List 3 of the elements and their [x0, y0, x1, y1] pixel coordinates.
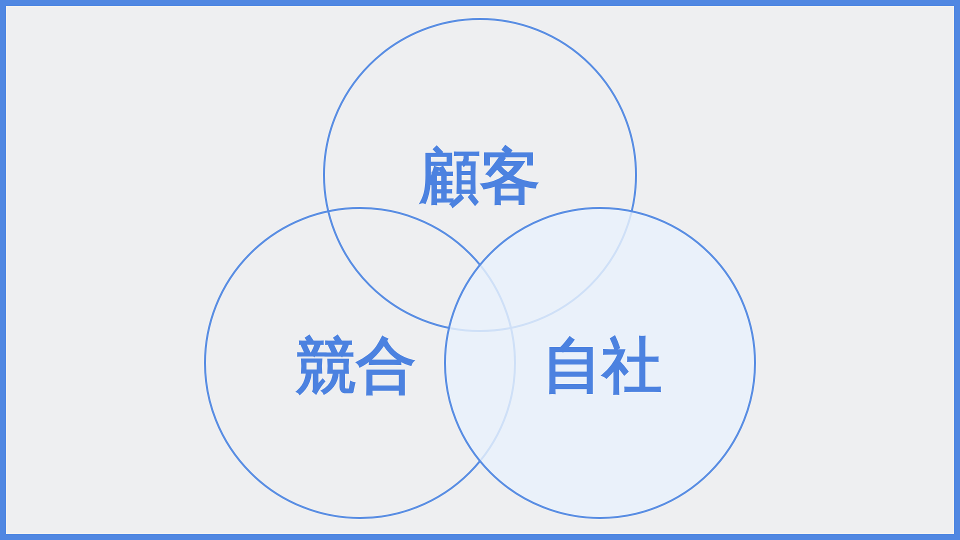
- circle-label: 顧客: [420, 147, 540, 207]
- circle-label: 自社: [542, 336, 662, 396]
- circle-label: 競合: [296, 336, 416, 396]
